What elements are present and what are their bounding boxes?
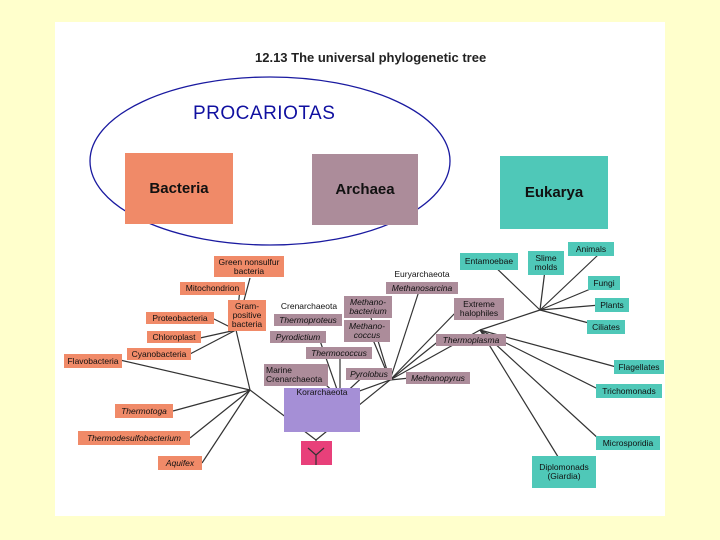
label-pyrodictium: Pyrodictium	[270, 331, 326, 343]
label-gram-positive: Gram- positive bacteria	[228, 300, 266, 331]
label-thermodesulfobacterium: Thermodesulfobacterium	[78, 431, 190, 445]
label-green-nonsulfur: Green nonsulfur bacteria	[214, 256, 284, 277]
label-methanosarcina: Methanosarcina	[386, 282, 458, 294]
label-marine-crenarchaeota: Marine Crenarchaeota	[264, 364, 328, 386]
label-thermococcus: Thermococcus	[306, 347, 372, 359]
korarchaeota-box	[284, 388, 360, 432]
label-cyanobacteria: Cyanobacteria	[127, 348, 191, 360]
label-thermotoga: Thermotoga	[115, 404, 173, 418]
domain-eukarya-box: Eukarya	[500, 156, 608, 229]
label-pyrolobus: Pyrolobus	[346, 368, 392, 380]
label-korarchaeota: Korarchaeota	[296, 386, 348, 397]
label-thermoplasma: Thermoplasma	[436, 334, 506, 346]
label-methanococcus: Methano- coccus	[344, 320, 390, 342]
label-mitochondrion: Mitochondrion	[180, 282, 245, 295]
label-flagellates: Flagellates	[614, 360, 664, 374]
procariotas-annotation: PROCARIOTAS	[193, 103, 336, 124]
label-fungi: Fungi	[588, 276, 620, 290]
label-euryarchaeota: Euryarchaeota	[394, 268, 450, 279]
label-methanobacterium: Methano- bacterium	[344, 296, 392, 318]
label-entamoebae: Entamoebae	[460, 253, 518, 270]
figure-title: 12.13 The universal phylogenetic tree	[255, 50, 487, 65]
label-crenarchaeota: Crenarchaeota	[280, 300, 338, 311]
label-extreme-halophiles: Extreme halophiles	[454, 298, 504, 320]
procariotas-ellipse	[89, 76, 451, 246]
domain-archaea-box: Archaea	[312, 154, 418, 225]
label-aquifex: Aquifex	[158, 456, 202, 470]
label-diplomonads: Diplomonads (Giardia)	[532, 456, 596, 488]
label-ciliates: Ciliates	[587, 320, 625, 334]
label-flavobacteria: Flavobacteria	[64, 354, 122, 368]
label-thermoproteus: Thermoproteus	[274, 314, 342, 326]
label-chloroplast: Chloroplast	[147, 331, 201, 343]
label-trichomonads: Trichomonads	[596, 384, 662, 398]
label-proteobacteria: Proteobacteria	[146, 312, 214, 324]
label-plants: Plants	[595, 298, 629, 312]
domain-bacteria-box: Bacteria	[125, 153, 233, 224]
label-methanopyrus: Methanopyrus	[406, 372, 470, 384]
label-slime-molds: Slime molds	[528, 251, 564, 275]
label-microsporidia: Microsporidia	[596, 436, 660, 450]
label-animals: Animals	[568, 242, 614, 256]
